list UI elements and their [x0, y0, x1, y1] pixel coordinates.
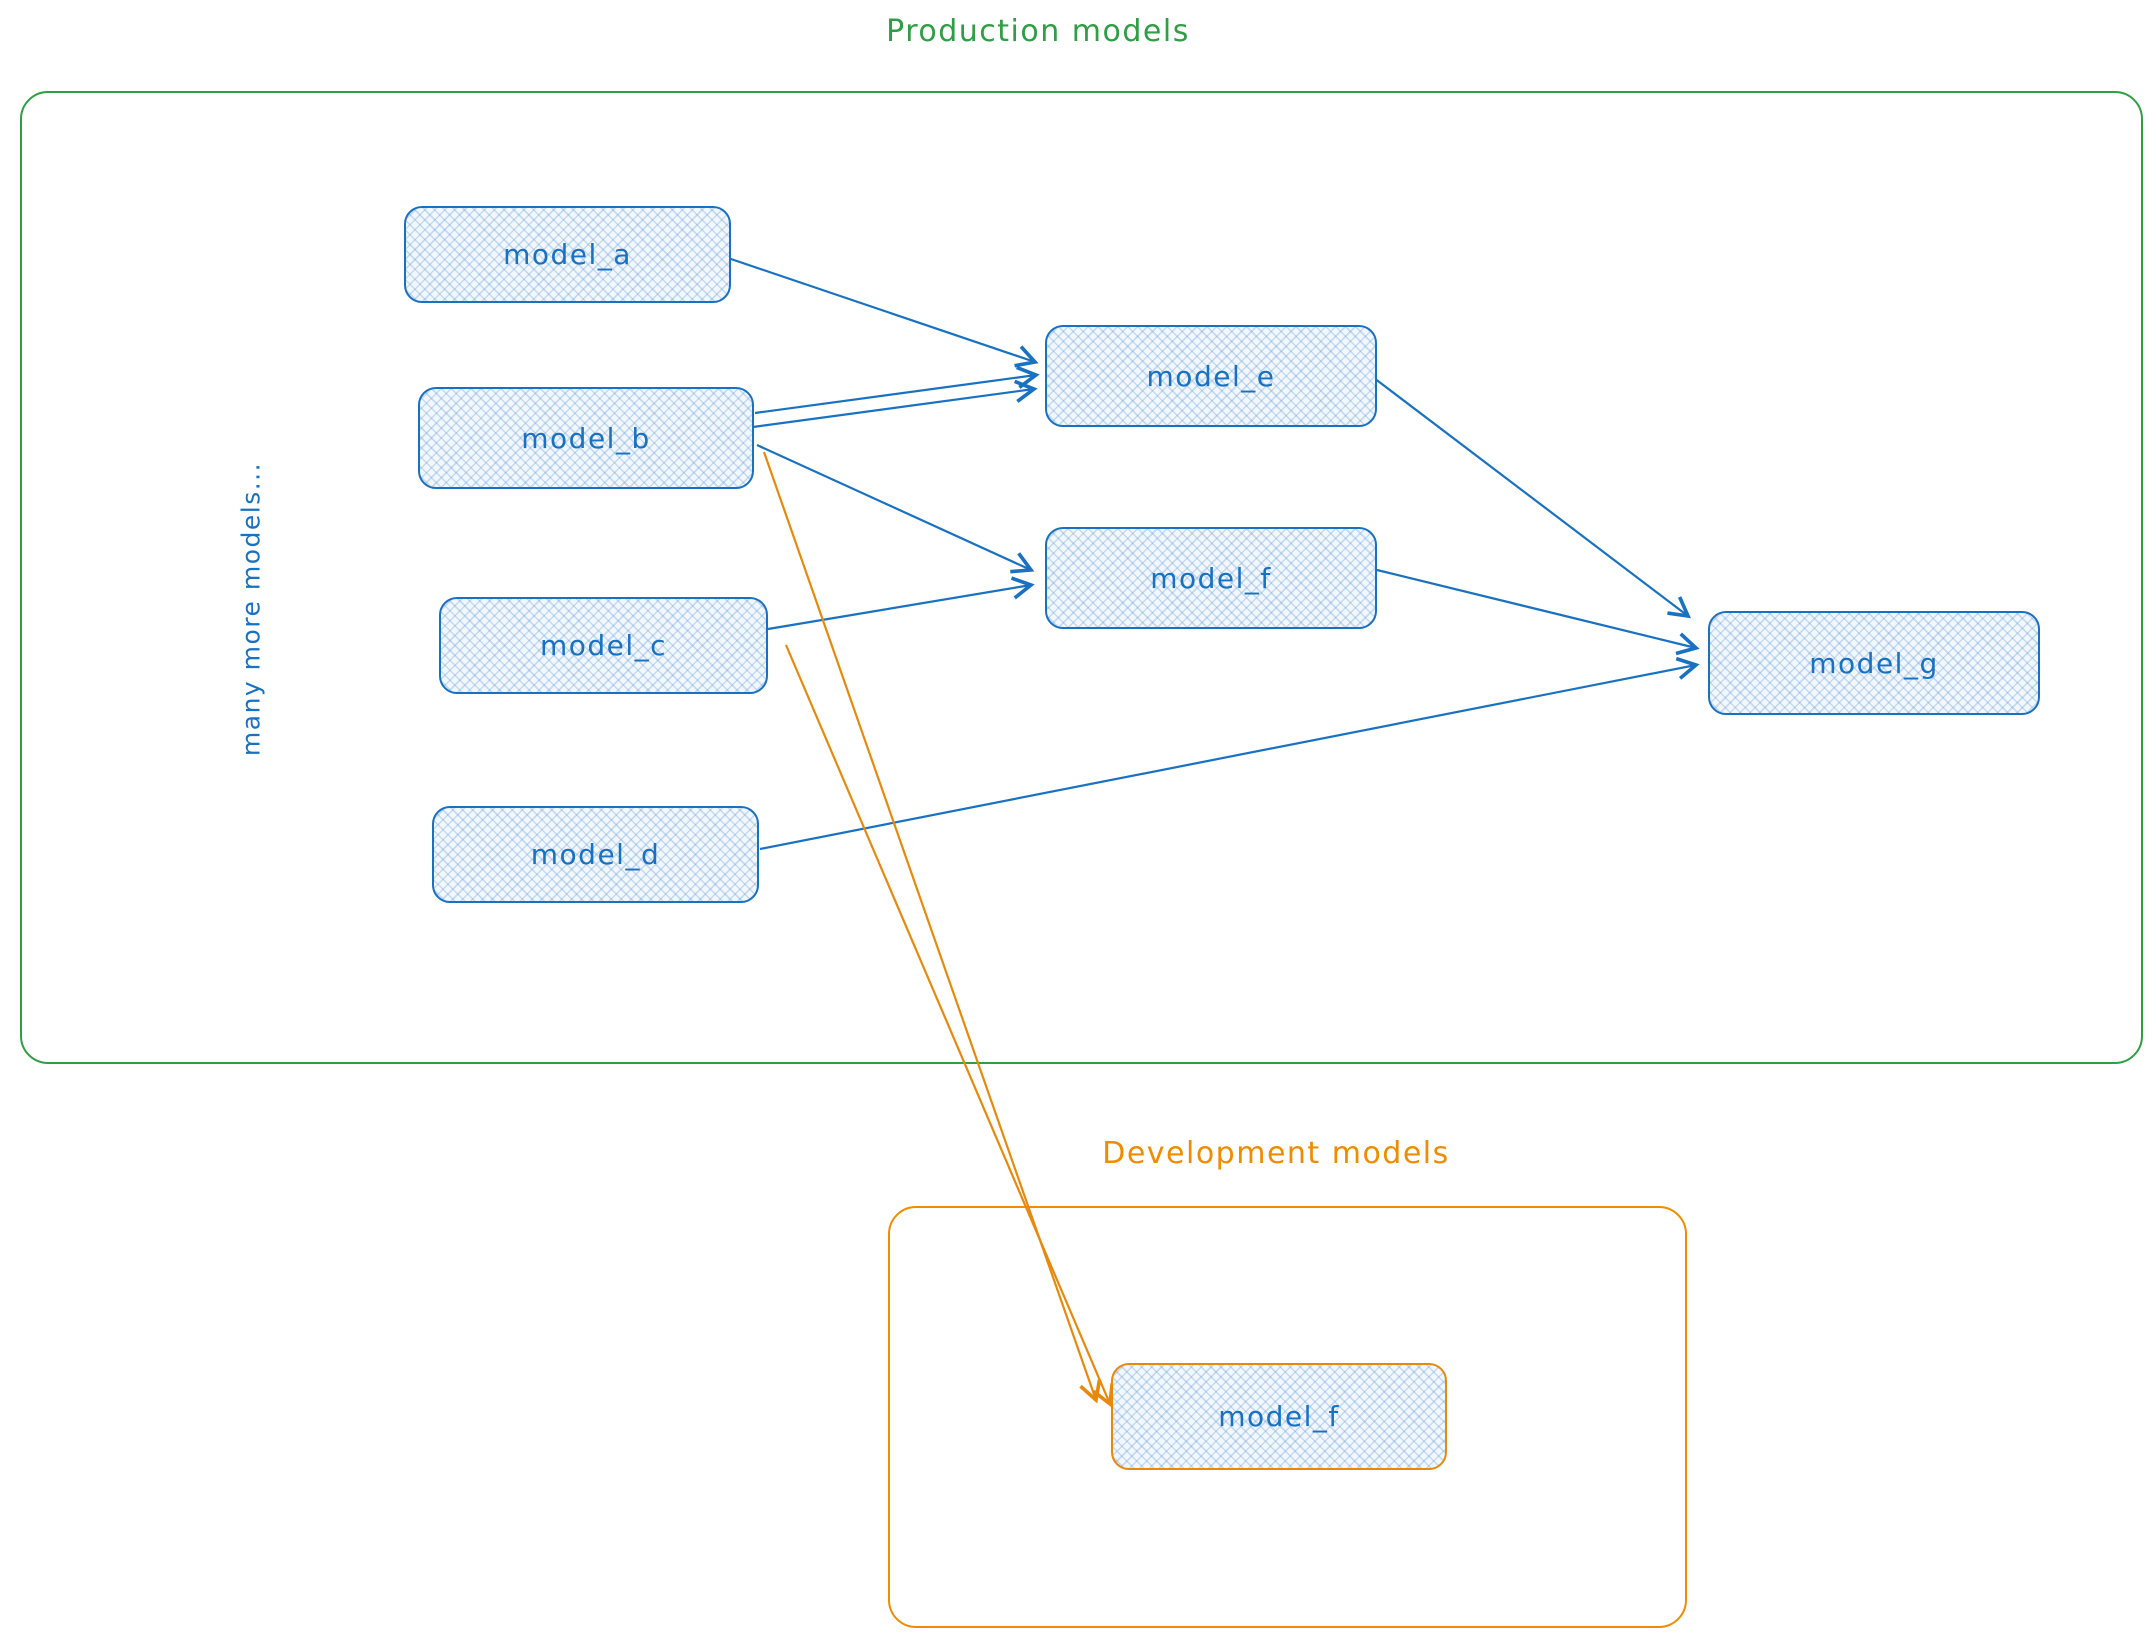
node-dev-model-f: model_f — [1111, 1363, 1447, 1470]
production-models-title: Production models — [886, 14, 1190, 49]
node-model-a-label: model_a — [503, 238, 632, 271]
node-model-f: model_f — [1045, 527, 1377, 629]
development-models-container — [888, 1206, 1687, 1628]
node-model-e-label: model_e — [1146, 359, 1276, 393]
node-model-b: model_b — [418, 387, 754, 489]
node-model-c-label: model_c — [539, 629, 668, 662]
node-model-a: model_a — [404, 206, 731, 303]
node-model-f-label: model_f — [1150, 561, 1272, 595]
node-model-b-label: model_b — [521, 421, 651, 455]
node-model-c: model_c — [439, 597, 768, 694]
node-model-e: model_e — [1045, 325, 1377, 427]
node-model-g-label: model_g — [1809, 646, 1939, 680]
many-more-models-note: many more models... — [236, 461, 266, 757]
node-model-d: model_d — [432, 806, 759, 903]
node-model-d-label: model_d — [530, 838, 661, 871]
development-models-title: Development models — [1102, 1136, 1450, 1171]
node-model-g: model_g — [1708, 611, 2040, 715]
node-dev-model-f-label: model_f — [1218, 1400, 1340, 1433]
